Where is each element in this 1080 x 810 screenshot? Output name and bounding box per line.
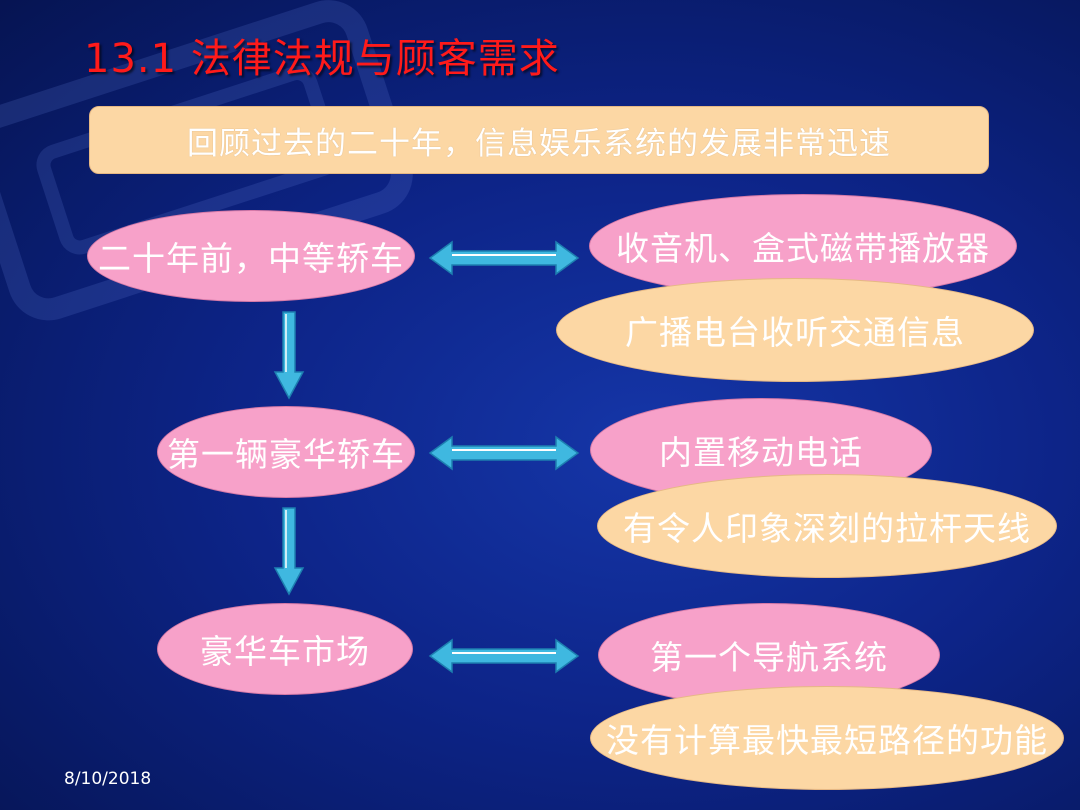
slide-date: 8/10/2018 (64, 769, 152, 789)
node-traffic-radio: 广播电台收听交通信息 (556, 278, 1034, 382)
node-first-luxury-sedan: 第一辆豪华轿车 (157, 406, 415, 498)
node-antenna: 有令人印象深刻的拉杆天线 (597, 474, 1057, 578)
double-arrow-row3 (428, 638, 580, 674)
summary-banner: 回顾过去的二十年，信息娱乐系统的发展非常迅速 (89, 106, 989, 174)
node-luxury-car-market: 豪华车市场 (157, 603, 413, 695)
down-arrow-2 (273, 507, 305, 596)
down-arrow-1 (273, 311, 305, 400)
slide-title: 13.1 法律法规与顾客需求 (84, 36, 560, 82)
node-mid-size-sedan: 二十年前，中等轿车 (87, 210, 415, 302)
double-arrow-row2 (428, 435, 580, 471)
double-arrow-row1 (428, 240, 580, 276)
node-no-route-calc: 没有计算最快最短路径的功能 (590, 686, 1064, 790)
